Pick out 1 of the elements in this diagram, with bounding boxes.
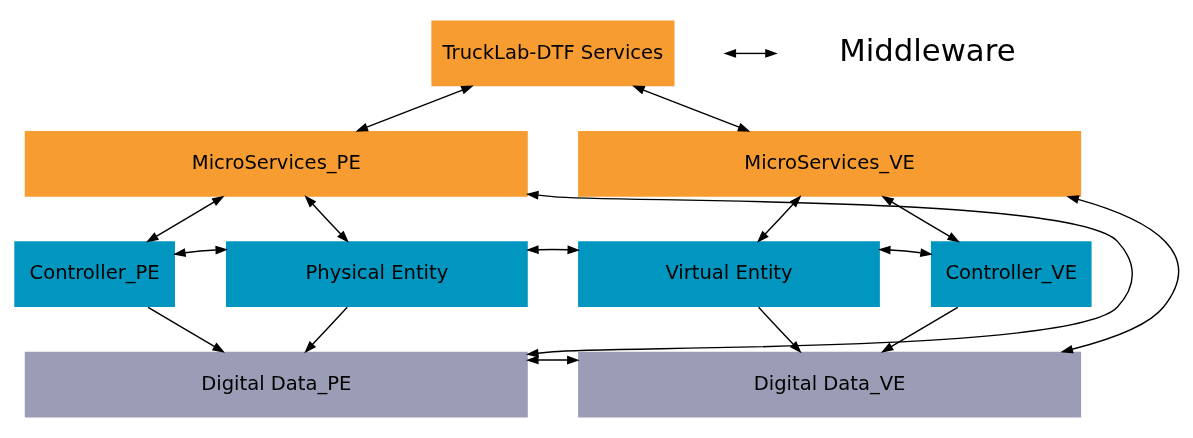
legend-label: Middleware: [839, 32, 1016, 69]
